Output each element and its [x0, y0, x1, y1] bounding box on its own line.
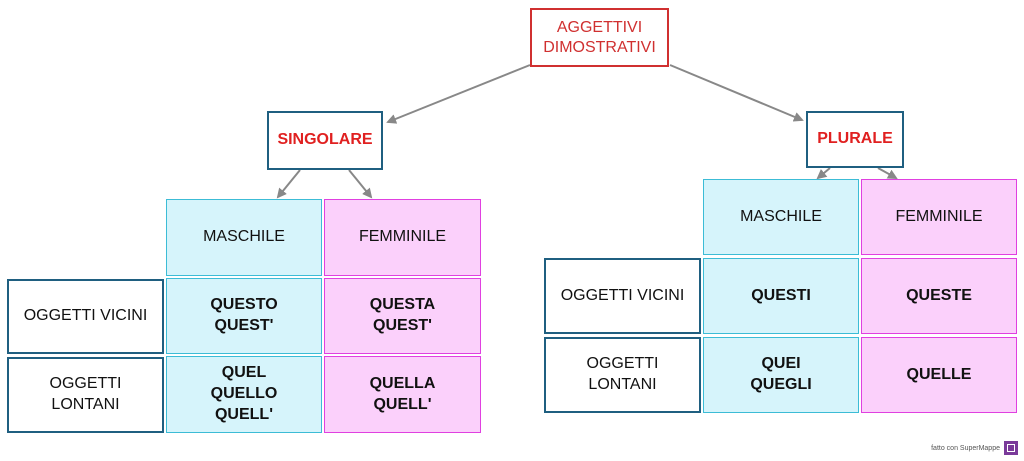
- singolare-row-vicini: OGGETTI VICINI: [7, 279, 164, 354]
- root-node: AGGETTIVI DIMOSTRATIVI: [530, 8, 669, 67]
- arrow-root-to-singolare: [386, 64, 531, 124]
- supermappe-credit: fatto con SuperMappe: [931, 441, 1018, 455]
- plurale-vicini-femminile: QUESTE: [861, 258, 1017, 334]
- plurale-lontani-maschile: QUEI QUEGLI: [703, 337, 859, 413]
- plurale-lontani-femminile: QUELLE: [861, 337, 1017, 413]
- plurale-node: PLURALE: [806, 111, 904, 168]
- credit-text: fatto con SuperMappe: [931, 444, 1000, 452]
- singolare-node: SINGOLARE: [267, 111, 383, 170]
- singolare-header-maschile: MASCHILE: [166, 199, 322, 276]
- singolare-vicini-femminile: QUESTA QUEST': [324, 278, 481, 354]
- plurale-header-maschile: MASCHILE: [703, 179, 859, 255]
- singolare-header-femminile: FEMMINILE: [324, 199, 481, 276]
- arrow-plurale-to-maschile: [816, 167, 831, 180]
- plurale-row-vicini: OGGETTI VICINI: [544, 258, 701, 334]
- arrow-singolare-to-maschile: [276, 169, 301, 199]
- plurale-header-femminile: FEMMINILE: [861, 179, 1017, 255]
- supermappe-logo-icon: [1004, 441, 1018, 455]
- singolare-row-lontani: OGGETTI LONTANI: [7, 357, 164, 433]
- arrow-root-to-plurale: [669, 64, 804, 122]
- arrow-plurale-to-femminile: [877, 167, 898, 179]
- arrow-singolare-to-femminile: [348, 169, 373, 199]
- singolare-vicini-maschile: QUESTO QUEST': [166, 278, 322, 354]
- plurale-vicini-maschile: QUESTI: [703, 258, 859, 334]
- singolare-lontani-femminile: QUELLA QUELL': [324, 356, 481, 433]
- plurale-row-lontani: OGGETTI LONTANI: [544, 337, 701, 413]
- singolare-lontani-maschile: QUEL QUELLO QUELL': [166, 356, 322, 433]
